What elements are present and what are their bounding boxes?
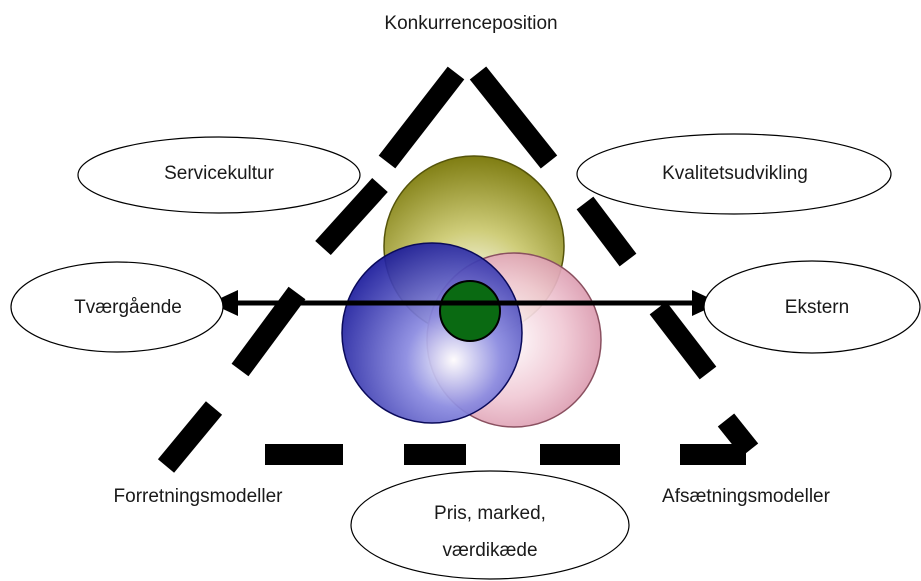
triangle-dash bbox=[404, 444, 466, 465]
triangle-dash bbox=[157, 401, 223, 473]
label-pris-line2: værdikæde bbox=[442, 540, 538, 561]
label-kvalitetsudvikling: Kvalitetsudvikling bbox=[662, 163, 808, 184]
label-afsaetningsmodeller: Afsætningsmodeller bbox=[662, 486, 830, 507]
blue-circle bbox=[341, 242, 523, 424]
ellipse-kvalitetsudvikling bbox=[576, 133, 892, 215]
triangle-dash bbox=[576, 196, 637, 267]
triangle-dash bbox=[680, 444, 746, 465]
dashed-triangle bbox=[157, 66, 759, 473]
triangle-dash bbox=[315, 177, 388, 256]
ellipse-ekstern bbox=[703, 260, 921, 354]
ellipse-servicekultur bbox=[77, 136, 361, 214]
label-ekstern: Ekstern bbox=[784, 297, 850, 318]
triangle-base-dashes bbox=[265, 444, 746, 465]
label-pris-line1: Pris, marked, bbox=[434, 503, 546, 524]
triangle-dash bbox=[540, 444, 620, 465]
label-servicekultur: Servicekultur bbox=[164, 163, 274, 184]
triangle-dash bbox=[469, 66, 558, 169]
triangle-dash bbox=[378, 66, 465, 169]
arrow-left-head-icon bbox=[210, 290, 238, 316]
triangle-dash bbox=[231, 286, 306, 377]
label-tvaergaaende: Tværgående bbox=[74, 297, 182, 318]
ellipse-tvaergaaende bbox=[10, 261, 224, 353]
label-forretningsmodeller: Forretningsmodeller bbox=[113, 486, 283, 507]
ellipse-pris bbox=[350, 470, 630, 580]
label-konkurrenceposition: Konkurrenceposition bbox=[384, 13, 558, 34]
triangle-dash bbox=[649, 301, 717, 380]
center-circle bbox=[439, 280, 501, 342]
triangle-dash bbox=[265, 444, 343, 465]
